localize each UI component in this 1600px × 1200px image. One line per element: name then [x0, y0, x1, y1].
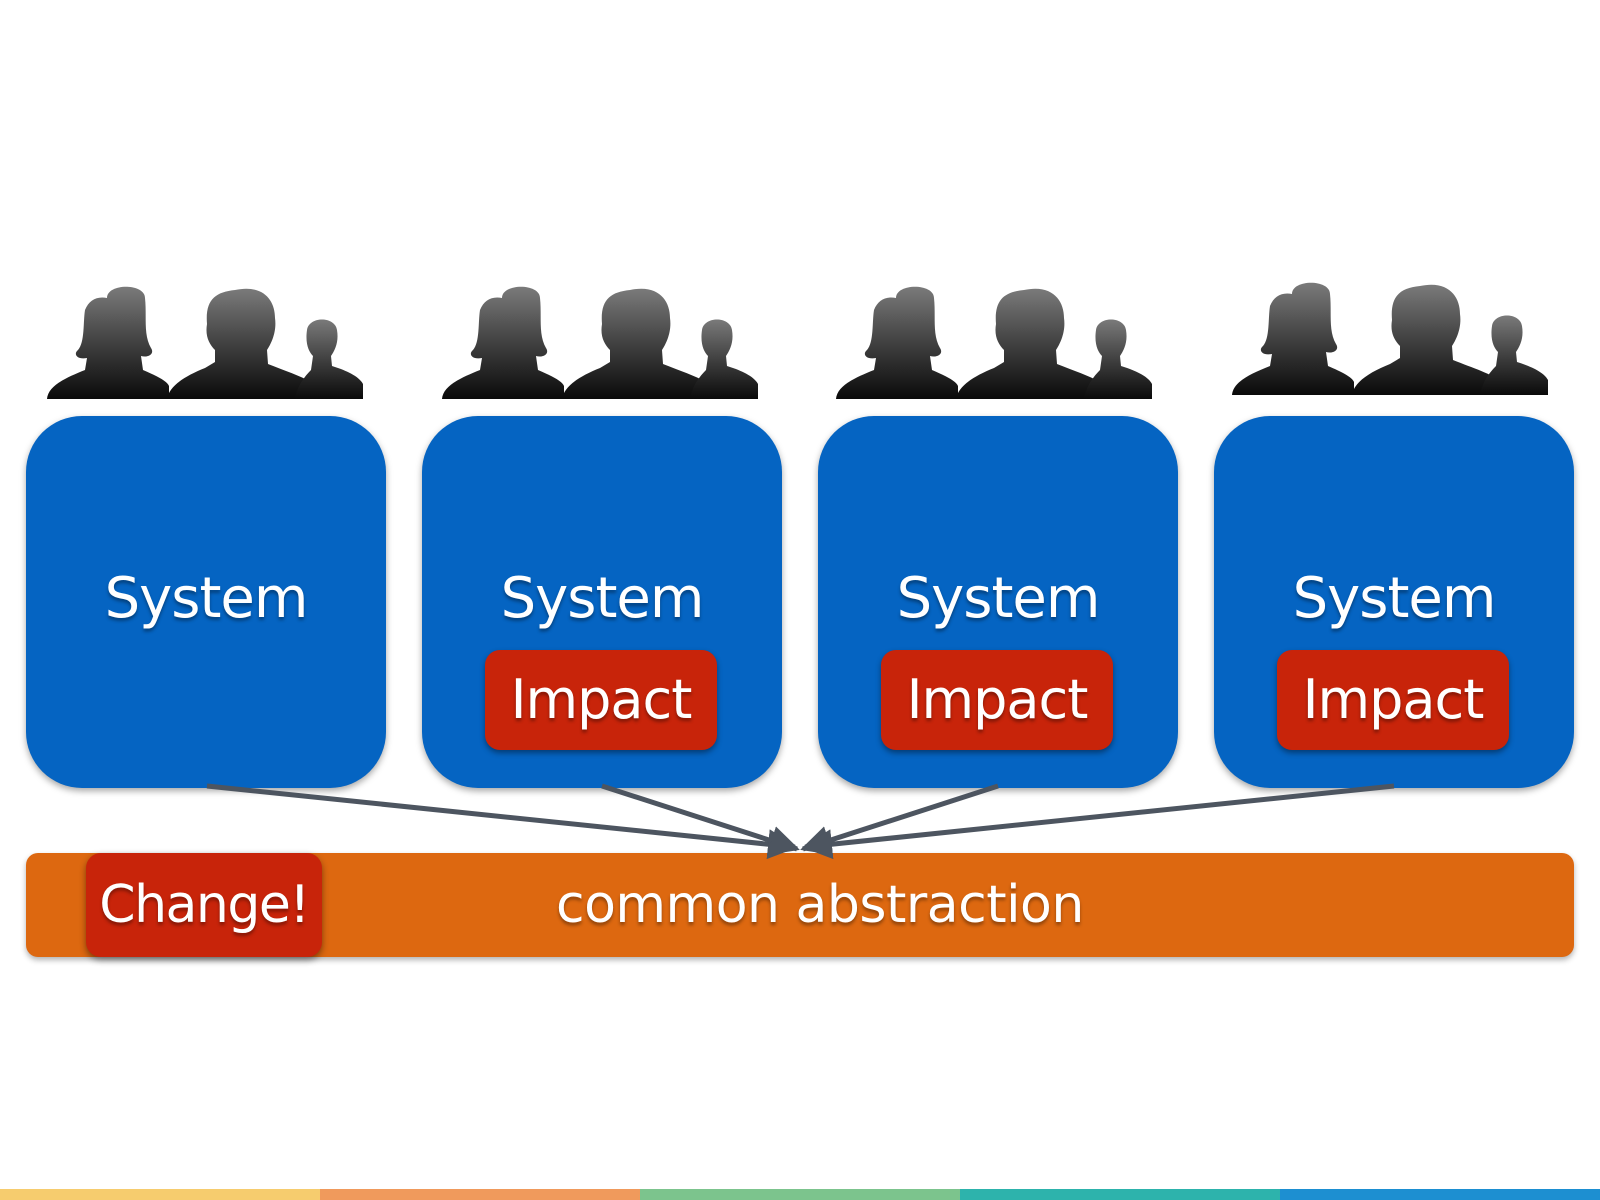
arrow-icon: [601, 783, 800, 855]
abstraction-label: common abstraction: [556, 875, 1084, 935]
arrow-icon: [800, 783, 999, 855]
people-group-icon: [45, 286, 365, 401]
system-box: System Impact: [422, 416, 782, 788]
people-group-icon: [440, 286, 760, 401]
footer-stripe-segment: [1280, 1189, 1600, 1200]
impact-badge: Impact: [485, 650, 717, 750]
footer-stripe-segment: [0, 1189, 320, 1200]
footer-stripe-segment: [640, 1189, 960, 1200]
people-group-icon: [834, 286, 1154, 401]
arrow-icon: [802, 783, 1395, 860]
system-label: System: [896, 566, 1101, 631]
impact-badge: Impact: [881, 650, 1113, 750]
impact-badge: Impact: [1277, 650, 1509, 750]
system-box: System Impact: [818, 416, 1178, 788]
footer-stripe-segment: [960, 1189, 1280, 1200]
people-group-icon: [1230, 282, 1550, 397]
change-badge: Change!: [86, 853, 322, 957]
system-label: System: [1292, 566, 1497, 631]
system-box: System Impact: [1214, 416, 1574, 788]
system-label: System: [500, 566, 705, 631]
system-label: System: [104, 566, 309, 631]
system-box: System: [26, 416, 386, 788]
footer-stripe: [0, 1189, 1600, 1200]
arrow-icon: [206, 783, 798, 860]
common-abstraction-bar: Change! common abstraction: [26, 853, 1574, 957]
footer-stripe-segment: [320, 1189, 640, 1200]
